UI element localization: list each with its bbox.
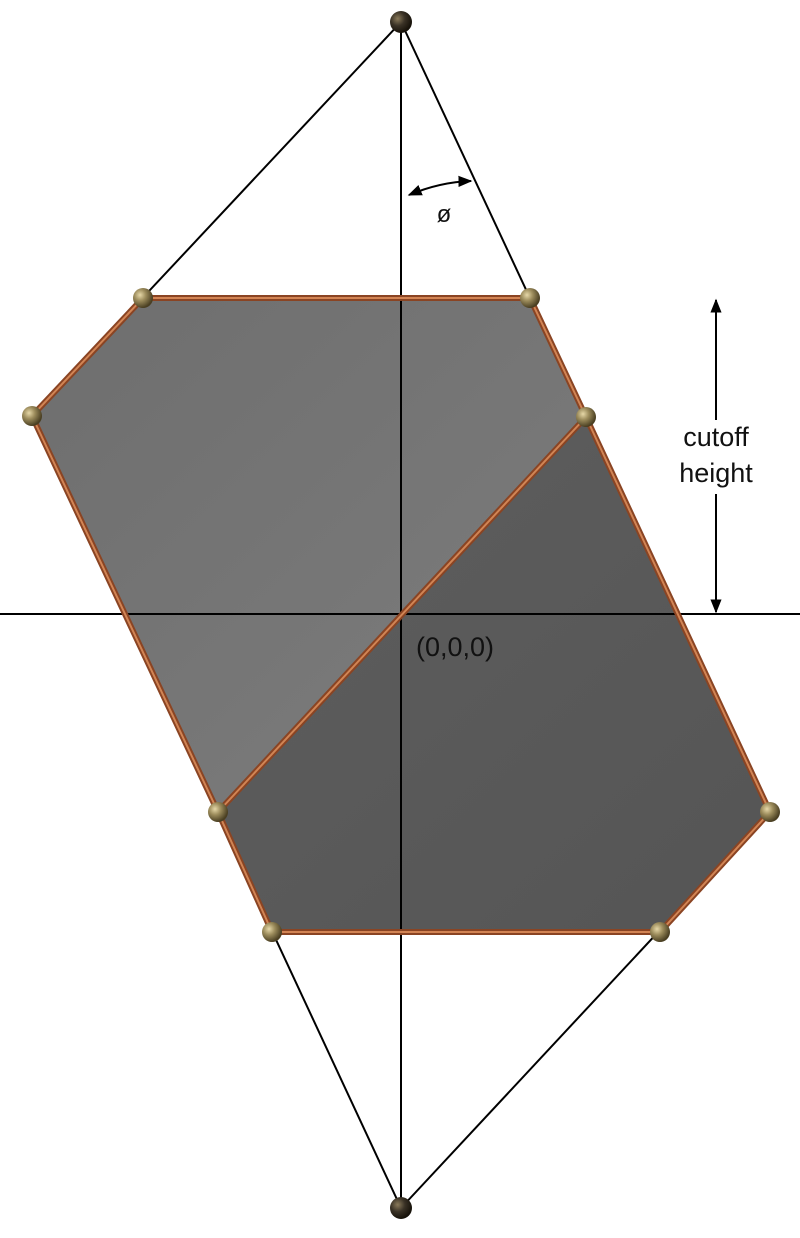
vertex-ball bbox=[520, 288, 540, 308]
vertex-ball bbox=[650, 922, 670, 942]
vertex-ball bbox=[208, 802, 228, 822]
vertex-ball bbox=[262, 922, 282, 942]
angle-label: ø bbox=[437, 201, 452, 228]
origin-label: (0,0,0) bbox=[416, 632, 494, 662]
vertex-ball bbox=[760, 802, 780, 822]
cutoff-height-label-line1: cutoff bbox=[683, 422, 749, 452]
vertex-ball bbox=[576, 407, 596, 427]
apex-ball-bottom bbox=[390, 1197, 412, 1219]
apex-ball-top bbox=[390, 11, 412, 33]
angle-arc bbox=[407, 175, 473, 196]
lower-face bbox=[218, 417, 770, 932]
cutoff-height-label-line2: height bbox=[679, 458, 753, 488]
vertex-ball bbox=[22, 406, 42, 426]
vertex-balls bbox=[22, 11, 780, 1219]
upper-face bbox=[32, 298, 586, 812]
vertex-ball bbox=[133, 288, 153, 308]
